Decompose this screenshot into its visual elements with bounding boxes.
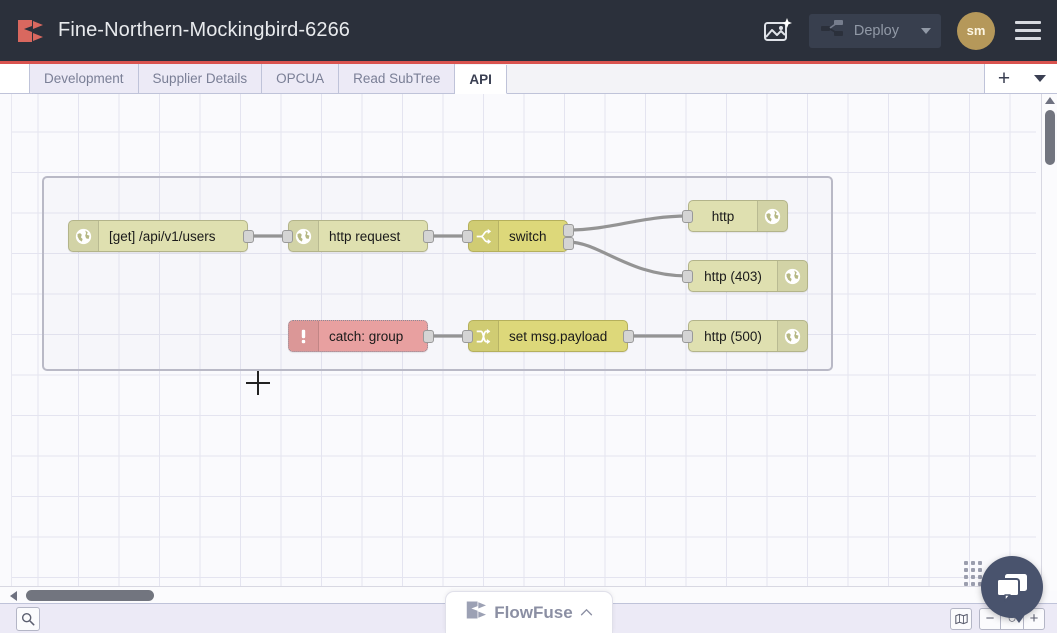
plus-icon: + (997, 67, 1011, 90)
flowfuse-logo (16, 18, 44, 44)
tab-label: Supplier Details (152, 71, 248, 86)
add-tab-button[interactable]: + (985, 64, 1023, 93)
deploy-button[interactable]: Deploy (809, 14, 911, 48)
switch-icon (469, 221, 499, 251)
project-title: Fine-Northern-Mockingbird-6266 (58, 19, 351, 41)
deploy-nodes-icon (820, 18, 845, 43)
app-header: Fine-Northern-Mockingbird-6266 (0, 0, 1057, 61)
node-label: http (711, 208, 735, 224)
canvas-left-gutter (0, 94, 12, 591)
chevron-down-icon (1034, 75, 1046, 82)
chevron-down-icon (921, 27, 931, 34)
node-http-response-500[interactable]: http (500) (682, 320, 808, 352)
node-label: http (403) (704, 268, 762, 284)
brand: Fine-Northern-Mockingbird-6266 (0, 18, 350, 44)
node-set-msg-payload[interactable]: set msg.payload (462, 320, 634, 352)
hamburger-menu-icon[interactable] (1013, 14, 1043, 48)
tabbar-actions: + (984, 64, 1057, 93)
node-output-port-2[interactable] (563, 237, 574, 250)
flow-canvas[interactable]: [get] /api/v1/users http request (0, 94, 1036, 591)
globe-icon (757, 201, 787, 231)
node-http-request[interactable]: http request (282, 220, 434, 252)
node-label: http (500) (704, 328, 762, 344)
deploy-label: Deploy (853, 22, 899, 39)
node-label: http request (329, 228, 401, 244)
node-output-port[interactable] (423, 230, 434, 243)
tab-menu-button[interactable] (1023, 64, 1057, 93)
tab-label: API (469, 71, 492, 87)
tab-api[interactable]: API (455, 65, 507, 94)
header-accent-line (0, 61, 1057, 64)
node-input-port[interactable] (282, 230, 293, 243)
alert-icon (289, 321, 319, 351)
node-output-port-1[interactable] (563, 224, 574, 237)
node-label: [get] /api/v1/users (109, 228, 216, 244)
zoom-in-label: + (1029, 610, 1039, 627)
header-actions: Deploy sm (755, 11, 1057, 51)
node-http-in[interactable]: [get] /api/v1/users (68, 220, 254, 252)
globe-icon (289, 221, 319, 251)
scroll-left-arrow-icon[interactable] (10, 591, 17, 601)
flow-tabbar: Development Supplier Details OPCUA Read … (0, 64, 1057, 94)
node-input-port[interactable] (682, 210, 693, 223)
tab-read-subtree[interactable]: Read SubTree (339, 64, 456, 93)
search-icon[interactable] (16, 606, 40, 631)
flow-canvas-container[interactable]: [get] /api/v1/users http request (0, 94, 1057, 633)
node-input-port[interactable] (462, 330, 473, 343)
flowfuse-footer-widget[interactable]: FlowFuse (445, 591, 613, 633)
tab-label: Read SubTree (353, 71, 441, 86)
flowfuse-logo-grey (465, 600, 487, 625)
deploy-dropdown-button[interactable] (911, 14, 941, 48)
crosshair-cursor (246, 371, 270, 395)
node-input-port[interactable] (682, 270, 693, 283)
node-input-port[interactable] (462, 230, 473, 243)
chevron-up-icon (580, 604, 593, 622)
ai-image-sparkle-icon[interactable] (755, 11, 799, 51)
avatar-initials: sm (966, 23, 986, 38)
tabbar-left-spacer (0, 64, 30, 93)
tab-label: OPCUA (276, 71, 325, 86)
globe-icon (777, 321, 807, 351)
node-label: switch (509, 228, 547, 244)
globe-icon (69, 221, 99, 251)
scroll-up-arrow-icon[interactable] (1045, 97, 1055, 104)
vertical-scrollbar-thumb[interactable] (1045, 110, 1055, 165)
node-http-response-403[interactable]: http (403) (682, 260, 808, 292)
tab-label: Development (44, 71, 124, 86)
node-output-port[interactable] (243, 230, 254, 243)
tab-supplier-details[interactable]: Supplier Details (138, 64, 263, 93)
horizontal-scrollbar-thumb[interactable] (26, 590, 154, 601)
globe-icon (777, 261, 807, 291)
node-switch[interactable]: switch (462, 220, 574, 252)
node-input-port[interactable] (682, 330, 693, 343)
node-catch-group[interactable]: catch: group (288, 320, 434, 352)
deploy-control-group: Deploy (808, 13, 941, 48)
zoom-out-label: − (985, 610, 995, 627)
tab-development[interactable]: Development (30, 64, 139, 93)
node-label: catch: group (329, 328, 404, 344)
node-http-response-200[interactable]: http (682, 200, 788, 232)
node-output-port[interactable] (623, 330, 634, 343)
avatar[interactable]: sm (957, 11, 995, 50)
node-output-port[interactable] (423, 330, 434, 343)
chat-bubble-icon[interactable] (981, 556, 1043, 623)
navigator-map-icon[interactable] (950, 607, 972, 630)
flowfuse-label: FlowFuse (494, 602, 573, 622)
drag-handle-icon[interactable] (964, 561, 982, 593)
tab-opcua[interactable]: OPCUA (262, 64, 340, 93)
change-icon (469, 321, 499, 351)
vertical-scrollbar[interactable] (1041, 94, 1057, 591)
node-label: set msg.payload (509, 328, 608, 344)
